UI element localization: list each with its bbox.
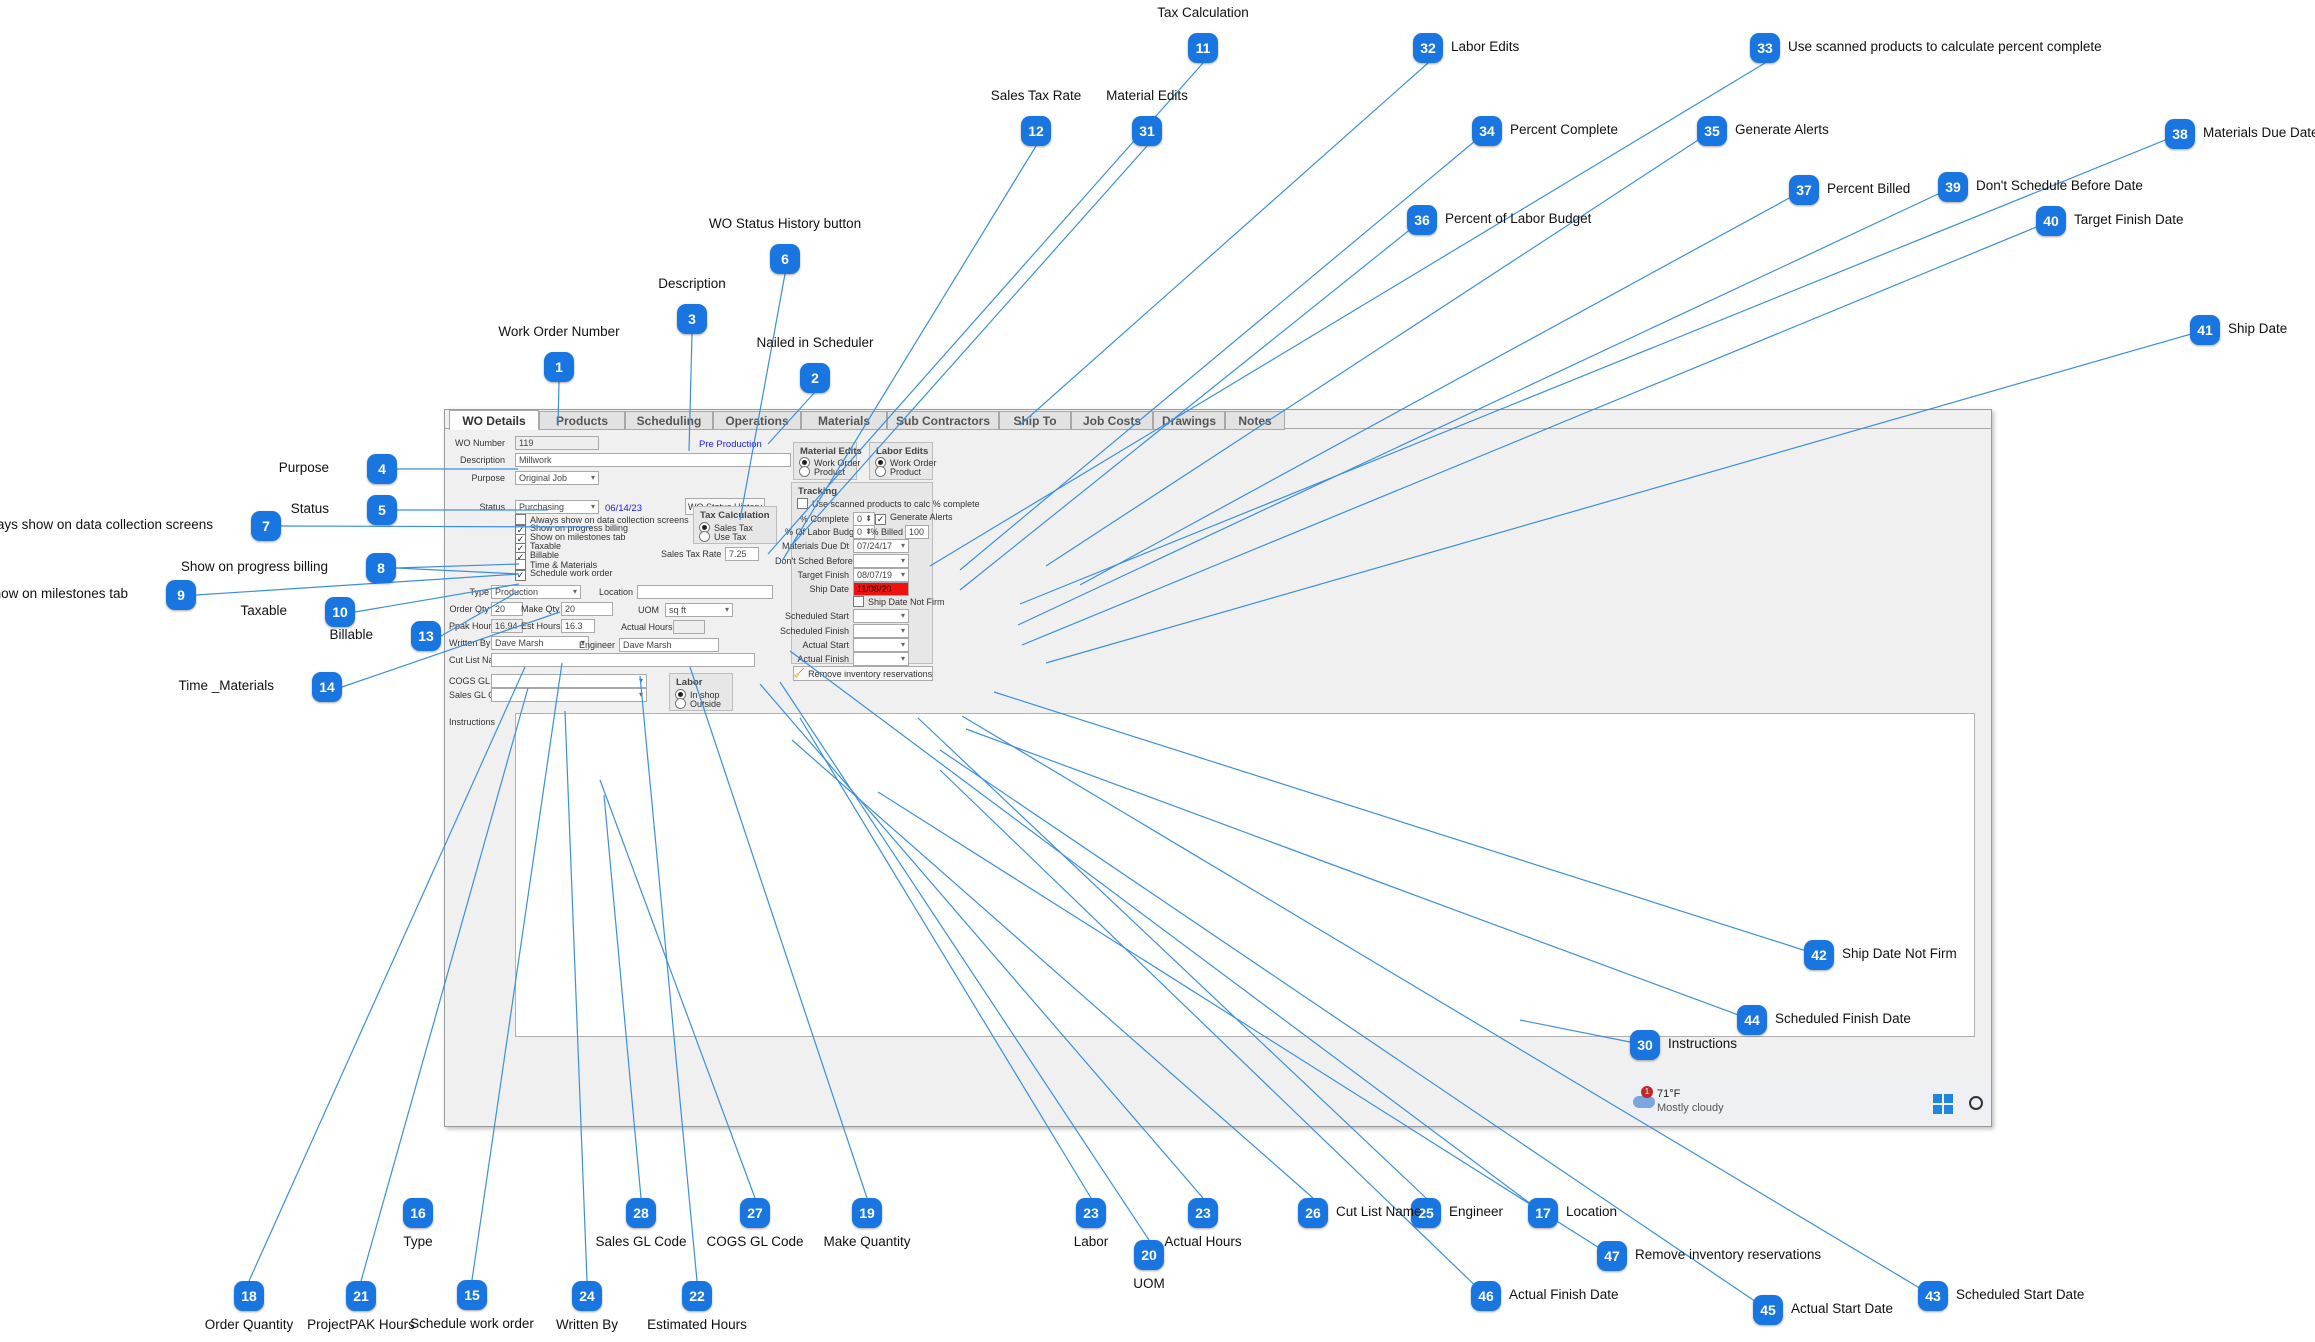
- callout-leader-line: [1019, 62, 1429, 426]
- cloud-icon: [1633, 1096, 1655, 1108]
- purpose-label: Purpose: [471, 473, 505, 483]
- sched-finish-label: Scheduled Finish: [779, 626, 849, 636]
- status-label: Status: [479, 502, 505, 512]
- sales-tax-rate-label: Sales Tax Rate: [661, 549, 722, 559]
- tracking-title: Tracking: [798, 486, 838, 497]
- actual-start-field[interactable]: [853, 638, 909, 652]
- use-scanned-checkbox[interactable]: Use scanned products to calc % complete: [797, 498, 980, 509]
- sales-tax-rate-field[interactable]: 7.25: [725, 547, 759, 561]
- wo-number-label: WO Number: [454, 438, 505, 448]
- tab-products[interactable]: Products: [539, 411, 625, 430]
- labor-edits-title: Labor Edits: [876, 446, 929, 457]
- cut-list-field[interactable]: [491, 653, 755, 667]
- description-label: Description: [459, 455, 505, 465]
- est-hours-label: Est Hours: [521, 621, 561, 631]
- search-icon[interactable]: [1969, 1096, 1983, 1110]
- tab-wo-details[interactable]: WO Details: [449, 410, 539, 430]
- ship-date-field[interactable]: 11/08/20: [853, 582, 909, 596]
- actual-finish-field[interactable]: [853, 652, 909, 666]
- cut-list-label: Cut List Name: [449, 655, 507, 665]
- sales-gl-select[interactable]: [491, 688, 647, 702]
- sched-finish-field[interactable]: [853, 624, 909, 638]
- pct-complete-field[interactable]: 0: [853, 512, 875, 526]
- ship-not-firm-checkbox[interactable]: Ship Date Not Firm: [853, 596, 945, 607]
- instructions-textarea[interactable]: [515, 713, 1975, 1037]
- cogs-gl-select[interactable]: [491, 674, 647, 688]
- uom-label: UOM: [638, 605, 659, 615]
- type-label: Type: [469, 587, 489, 597]
- written-by-label: Written By: [449, 638, 491, 648]
- make-qty-field[interactable]: 20: [561, 602, 613, 616]
- generate-alerts-checkbox[interactable]: ✓Generate Alerts: [875, 512, 953, 525]
- weather-condition: Mostly cloudy: [1657, 1102, 1724, 1114]
- material-edits-title: Material Edits: [800, 446, 862, 457]
- tab-sub-contractors[interactable]: Sub Contractors: [887, 411, 999, 430]
- tab-operations[interactable]: Operations: [713, 411, 801, 430]
- description-field[interactable]: Millwork: [515, 453, 791, 467]
- location-label: Location: [598, 587, 633, 597]
- tab-drawings[interactable]: Drawings: [1153, 411, 1225, 430]
- ship-date-label: Ship Date: [809, 584, 849, 594]
- written-by-select[interactable]: Dave Marsh: [491, 636, 589, 650]
- material-edits-product-radio[interactable]: Product: [799, 466, 845, 477]
- pct-billed-field[interactable]: 100: [905, 525, 929, 539]
- uom-select[interactable]: sq ft: [665, 603, 733, 617]
- order-qty-label: Order Qty: [449, 604, 489, 614]
- order-qty-field[interactable]: 20: [491, 602, 523, 616]
- dont-sched-field[interactable]: [853, 554, 909, 568]
- pre-production-link[interactable]: Pre Production: [699, 439, 762, 450]
- tab-job-costs[interactable]: Job Costs: [1071, 411, 1153, 430]
- tax-calculation-title: Tax Calculation: [700, 510, 770, 521]
- labor-edits-product-radio[interactable]: Product: [875, 466, 921, 477]
- pct-complete-label: % Complete: [799, 514, 849, 524]
- wo-number-field: 119: [515, 436, 599, 450]
- labor-title: Labor: [676, 677, 703, 688]
- remove-inventory-button[interactable]: 🧹Remove inventory reservations: [793, 666, 933, 681]
- ppak-hours-label: Ppak Hours: [449, 621, 497, 631]
- instructions-label: Instructions: [449, 717, 496, 727]
- tab-ship-to[interactable]: Ship To: [999, 411, 1071, 430]
- ppak-hours-field: 16.94: [491, 619, 523, 633]
- type-select[interactable]: Production: [491, 585, 581, 599]
- pct-labor-label: % Of Labor Budget: [785, 527, 862, 537]
- target-finish-label: Target Finish: [797, 570, 849, 580]
- notification-badge: 1: [1641, 1086, 1653, 1098]
- sched-start-field[interactable]: [853, 609, 909, 623]
- make-qty-label: Make Qty: [521, 604, 560, 614]
- cogs-gl-label: COGS GL Code: [449, 676, 514, 686]
- schedule-wo-checkbox[interactable]: ✓Schedule work order: [515, 568, 613, 581]
- engineer-field[interactable]: Dave Marsh: [619, 638, 719, 652]
- sales-gl-label: Sales GL Code: [449, 690, 510, 700]
- windows-start-icon[interactable]: [1933, 1094, 1953, 1114]
- sched-start-label: Scheduled Start: [784, 611, 849, 621]
- target-finish-field[interactable]: 08/07/19: [853, 568, 909, 582]
- actual-start-label: Actual Start: [802, 640, 849, 650]
- pct-billed-label: % Billed: [870, 527, 903, 537]
- purpose-select[interactable]: Original Job: [515, 471, 599, 485]
- actual-hours-field: [673, 620, 705, 634]
- actual-hours-label: Actual Hours: [621, 622, 673, 632]
- dont-sched-label: Don't Sched Before: [775, 556, 853, 566]
- tab-materials[interactable]: Materials: [801, 411, 887, 430]
- labor-outside-radio[interactable]: Outside: [675, 698, 721, 709]
- engineer-label: Engineer: [578, 640, 615, 650]
- broom-icon: 🧹: [793, 668, 806, 678]
- taskbar: 1 71°F Mostly cloudy: [1621, 1080, 1991, 1126]
- tab-scheduling[interactable]: Scheduling: [625, 411, 713, 430]
- weather-temp: 71°F: [1657, 1088, 1681, 1100]
- materials-due-field[interactable]: 07/24/17: [853, 539, 909, 553]
- use-tax-radio[interactable]: Use Tax: [699, 531, 746, 542]
- est-hours-field[interactable]: 16.3: [561, 619, 595, 633]
- status-date: 06/14/23: [605, 503, 642, 514]
- always-show-checkbox[interactable]: Always show on data collection screens: [515, 514, 689, 525]
- tab-notes[interactable]: Notes: [1225, 411, 1285, 430]
- materials-due-label: Materials Due Dt: [781, 541, 849, 551]
- location-field[interactable]: [637, 585, 773, 599]
- actual-finish-label: Actual Finish: [797, 654, 849, 664]
- status-select[interactable]: Purchasing: [515, 500, 599, 514]
